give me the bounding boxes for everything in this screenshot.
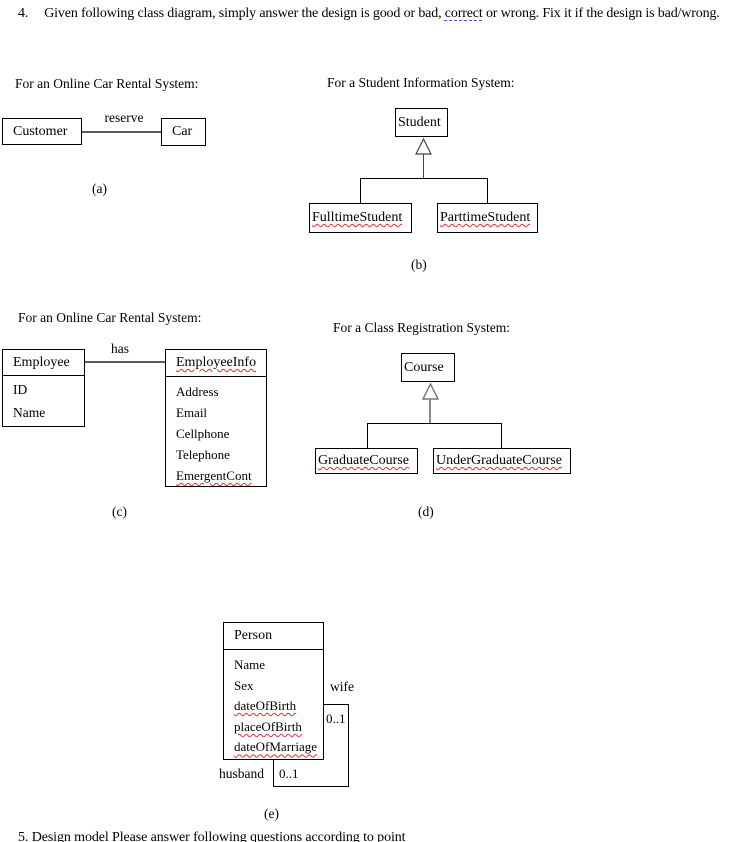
class-name-student: Student [398,114,441,130]
association-line-has [85,361,165,363]
class-box-parttimestudent: ParttimeStudent [437,203,538,233]
caption-a: (a) [92,181,107,196]
inheritance-drop-left [367,423,368,448]
question-5-text-clipped: 5. Design model Please answer following … [18,830,406,842]
class-name-course: Course [404,359,444,375]
generalization-arrow-icon [415,138,432,155]
attribute-emergentcont: EmergentCont [176,468,252,483]
class-box-person: Person Name Sex dateOfBirth placeOfBirth… [223,622,324,760]
caption-e: (e) [264,806,279,821]
class-box-employeeinfo: EmployeeInfo Address Email Cellphone Tel… [165,349,267,487]
multiplicity-husband: 0..1 [279,766,299,781]
diagram-d-heading: For a Class Registration System: [333,320,510,335]
class-name-fulltimestudent: FulltimeStudent [312,210,403,225]
question-4-text: 4. Given following class diagram, simply … [18,6,720,22]
attribute-dateofbirth: dateOfBirth [234,698,297,714]
class-box-course: Course [401,353,455,382]
caption-d: (d) [418,504,434,519]
inheritance-drop-right [501,423,502,448]
attribute-placeofbirth: placeOfBirth [234,718,302,734]
question-text-part2: or wrong. Fix it if the design is bad/wr… [482,6,720,21]
multiplicity-wife: 0..1 [326,711,346,726]
class-name-customer: Customer [13,123,68,139]
attribute-sex: Sex [234,677,254,693]
attribute-name: Name [234,657,266,672]
attribute-email: Email [176,405,208,420]
self-association-bottom-line [273,786,349,787]
class-name-car: Car [172,124,193,139]
generalization-stem-line [429,400,431,423]
class-box-undergraduatecourse: UnderGraduateCourse [433,448,571,474]
class-name-employeeinfo: EmployeeInfo [176,355,257,370]
generalization-stem-line [423,154,424,179]
class-box-graduatecourse: GraduateCourse [315,448,418,474]
attribute-dateofmarriage: dateOfMarriage [234,739,318,755]
caption-b: (b) [411,257,427,272]
inheritance-connector-line [367,423,502,424]
generalization-arrow-icon [422,383,439,400]
attribute-cellphone: Cellphone [176,426,230,441]
self-association-top-line [323,704,349,705]
class-box-employee: Employee ID Name [2,349,85,427]
class-box-student: Student [395,108,448,137]
self-association-right-line [348,704,349,787]
association-label-reserve: reserve [104,110,144,125]
class-name-parttimestudent: ParttimeStudent [440,210,531,225]
diagram-c-heading: For an Online Car Rental System: [18,310,202,325]
self-association-left-line [273,760,274,787]
inheritance-connector-line [360,178,488,179]
class-name-graduatecourse: GraduateCourse [318,453,409,468]
class-box-customer: Customer [2,118,82,145]
class-box-fulltimestudent: FulltimeStudent [309,203,412,233]
attribute-id: ID [13,382,28,397]
grammar-flagged-word: correct [444,6,483,21]
association-label-has: has [111,341,129,356]
class-name-person: Person [224,623,323,650]
diagram-b-heading: For a Student Information System: [327,75,515,90]
association-line-reserve [82,131,161,133]
class-box-car: Car [161,118,206,146]
class-name-employee: Employee [3,350,84,376]
inheritance-drop-left [360,178,361,203]
attribute-telephone: Telephone [176,447,230,462]
inheritance-drop-right [487,178,488,203]
caption-c: (c) [112,504,127,519]
question-text-part1: Given following class diagram, simply an… [44,6,445,21]
attribute-address: Address [176,384,219,399]
attribute-name: Name [13,404,46,420]
role-label-husband: husband [219,766,264,781]
role-label-wife: wife [330,679,354,694]
diagram-a-heading: For an Online Car Rental System: [15,76,199,91]
class-name-undergraduatecourse: UnderGraduateCourse [436,453,562,468]
question-number: 4. [18,6,29,21]
